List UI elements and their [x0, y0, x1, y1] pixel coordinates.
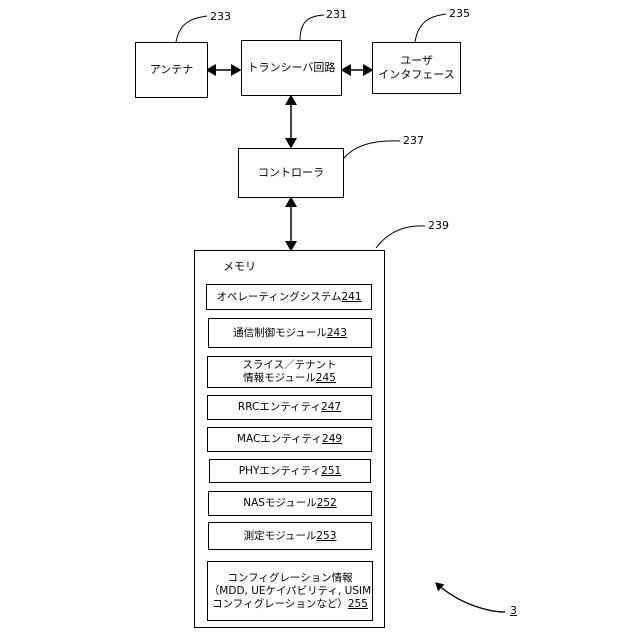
module-label: MACエンティティ [237, 433, 322, 445]
module-number: 252 [317, 497, 337, 509]
ui-label-line1: ユーザ [400, 54, 433, 68]
module-mac-entity: MACエンティティ249 [207, 427, 372, 452]
ref-231: 231 [326, 9, 347, 21]
module-number: 241 [342, 291, 362, 303]
module-number: 243 [327, 327, 347, 339]
leader-239 [376, 226, 425, 248]
module-label: コンフィグレーション情報 [227, 572, 352, 585]
user-interface-block: ユーザ インタフェース [372, 42, 461, 94]
antenna-block: アンテナ [135, 42, 208, 98]
module-label: 通信制御モジュール [233, 327, 327, 339]
ref-233: 233 [210, 11, 231, 23]
module-configuration-info: コンフィグレーション情報 （MDD, UEケイパビリティ, USIM コンフィグ… [207, 561, 373, 621]
module-number: 247 [321, 401, 341, 413]
controller-block: コントローラ [238, 148, 344, 198]
module-number: 249 [322, 433, 342, 445]
module-label: NASモジュール [243, 497, 316, 509]
module-label: 測定モジュール [244, 530, 317, 542]
memory-label: メモリ [223, 258, 256, 274]
controller-label: コントローラ [258, 166, 324, 180]
leader-235 [415, 14, 446, 42]
module-slice-tenant-info: スライス／テナント 情報モジュール245 [207, 356, 372, 388]
module-label-line2: （MDD, UEケイパビリティ, USIM [209, 585, 371, 598]
module-number: 251 [321, 465, 341, 477]
module-number: 255 [348, 598, 368, 610]
module-phy-entity: PHYエンティティ251 [209, 459, 371, 483]
leader-233 [176, 16, 207, 42]
module-number: 245 [316, 372, 336, 384]
module-label: オペレーティングシステム [216, 291, 341, 303]
module-label-line2: 情報モジュール [243, 372, 316, 384]
module-label: PHYエンティティ [239, 465, 321, 477]
ref-235: 235 [449, 8, 470, 20]
figure-pointer-arrow [436, 583, 505, 612]
transceiver-label: トランシーバ回路 [248, 61, 336, 75]
ref-239: 239 [428, 220, 449, 232]
module-rrc-entity: RRCエンティティ247 [207, 395, 372, 420]
leader-237 [344, 141, 400, 158]
module-operating-system: オペレーティングシステム241 [206, 284, 372, 310]
module-label: RRCエンティティ [238, 401, 321, 413]
module-number: 253 [316, 530, 336, 542]
module-label: スライス／テナント [242, 359, 336, 372]
module-nas: NASモジュール252 [208, 491, 372, 516]
transceiver-block: トランシーバ回路 [241, 40, 342, 96]
figure-ref: 3 [510, 605, 517, 617]
module-measurement: 測定モジュール253 [208, 522, 372, 550]
antenna-label: アンテナ [150, 63, 194, 77]
ref-237: 237 [403, 135, 424, 147]
module-communication-control: 通信制御モジュール243 [208, 318, 372, 348]
ui-label-line2: インタフェース [378, 68, 454, 82]
leader-231 [300, 15, 324, 40]
module-label-line3: コンフィグレーションなど） [212, 598, 348, 610]
